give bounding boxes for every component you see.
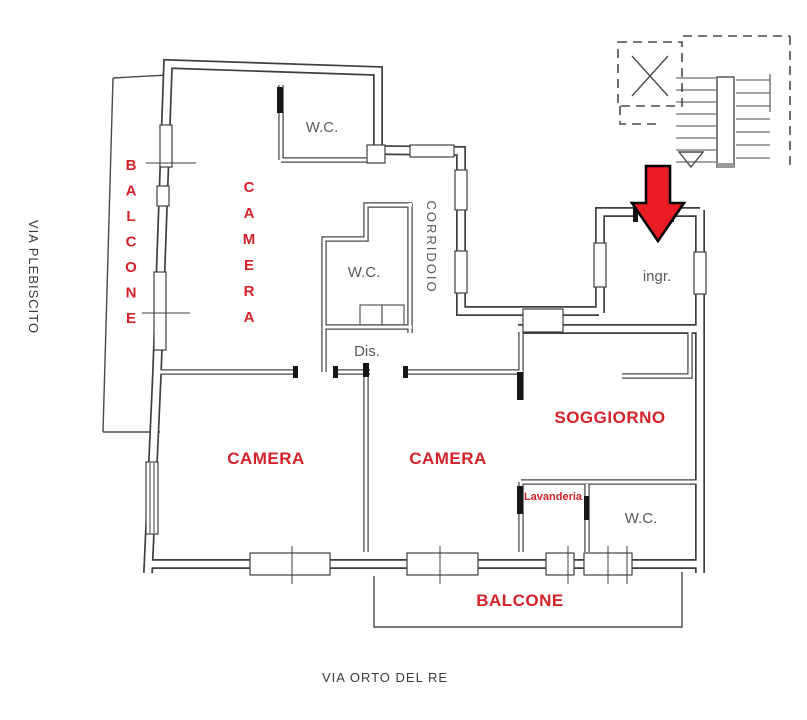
stair-core-base [717, 163, 734, 168]
window-corridor-top [409, 144, 455, 158]
wall-pillar [366, 144, 386, 164]
street-label-via-orto-del-re: VIA ORTO DEL RE [322, 670, 448, 685]
room-label-wc-mid: W.C. [348, 264, 381, 281]
room-label-wc-top: W.C. [306, 119, 339, 136]
doorway-corridor-soggiorno [522, 308, 564, 333]
window-left-4 [145, 461, 159, 535]
window-left-1 [159, 124, 173, 168]
room-label-balcone-bottom: BALCONE [476, 591, 564, 610]
balcony-door [545, 552, 575, 576]
window-corridor-2 [454, 250, 468, 294]
window-ingresso-right [693, 251, 707, 295]
stair-core [716, 76, 735, 168]
walls-white-core [144, 60, 704, 574]
walls-dark [143, 58, 705, 574]
windows [142, 124, 707, 584]
room-label-camera-bottom-mid: CAMERA [409, 449, 487, 468]
stairwell [617, 35, 791, 169]
wc-fixture-2 [381, 304, 405, 326]
window-bottom-1 [249, 552, 331, 576]
window-ingresso-left [593, 242, 607, 288]
window-left-2 [156, 185, 170, 207]
window-left-3 [153, 271, 167, 351]
window-corridor-1 [454, 169, 468, 211]
balcony-bottom-outline [373, 572, 683, 628]
stair-treads [676, 74, 771, 163]
room-label-corridoio: CORRIDOIO [424, 200, 439, 293]
room-label-soggiorno: SOGGIORNO [554, 408, 665, 427]
wc-fixture-1 [359, 304, 383, 326]
room-label-ingresso: ingr. [643, 268, 671, 285]
room-label-lavanderia: Lavanderia [524, 491, 583, 503]
room-label-camera-bottom-left: CAMERA [227, 449, 305, 468]
room-label-dis: Dis. [354, 343, 380, 360]
entrance-arrow-icon [629, 164, 687, 244]
stair-direction-triangle-icon [677, 151, 705, 169]
street-label-via-plebiscito: VIA PLEBISCITO [26, 220, 41, 334]
elevator-icon [617, 41, 683, 107]
window-bottom-2 [406, 552, 479, 576]
room-label-wc-bottom: W.C. [625, 510, 658, 527]
